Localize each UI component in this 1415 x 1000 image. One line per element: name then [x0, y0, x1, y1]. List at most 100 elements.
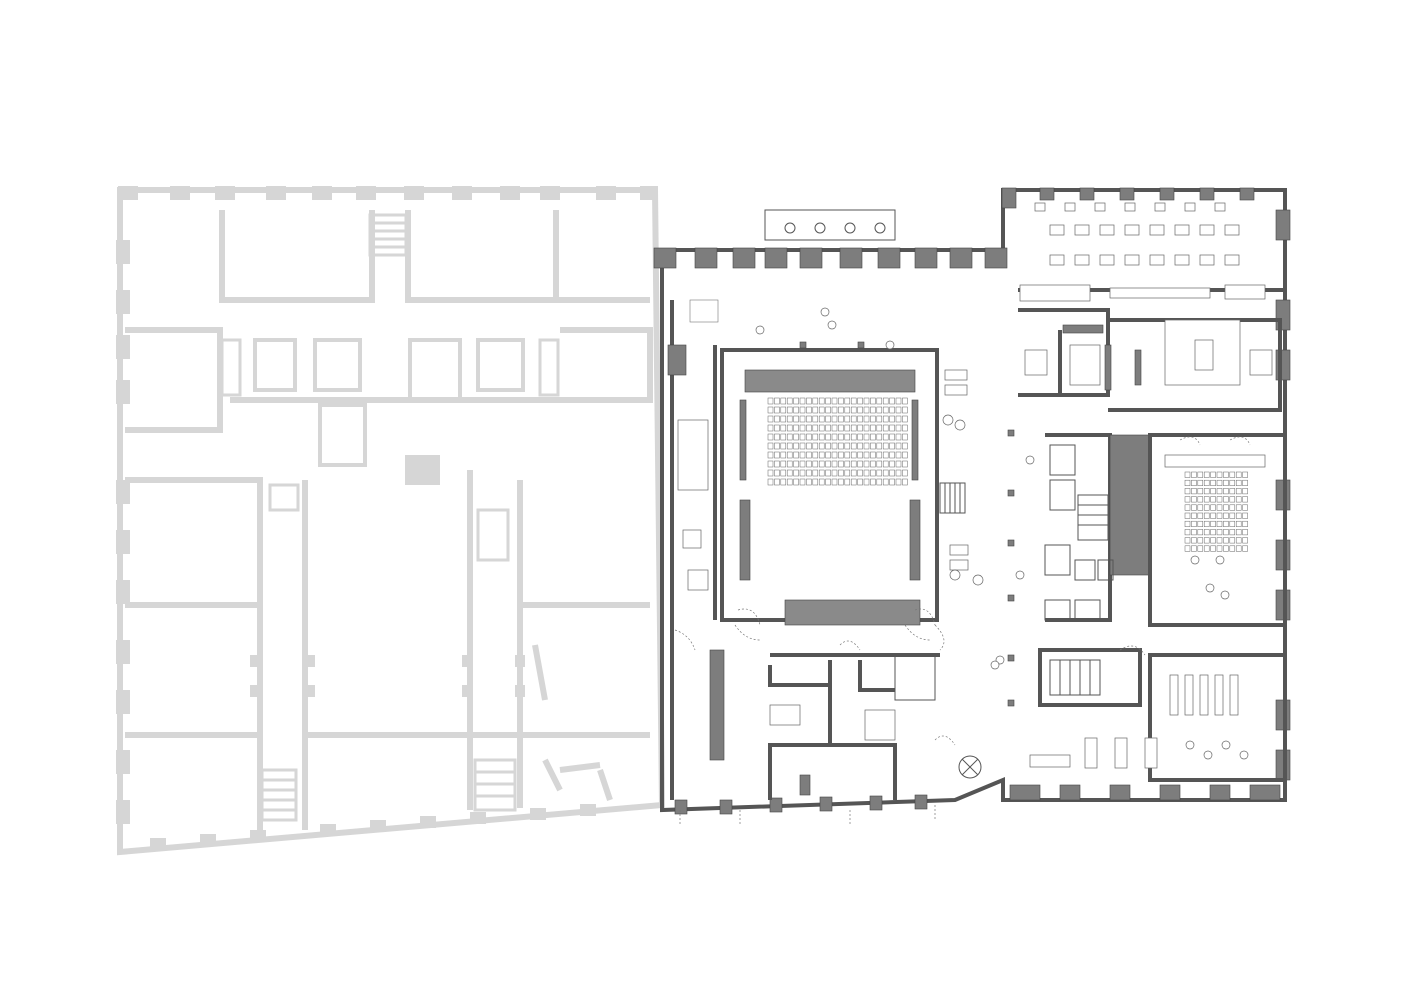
- seat: [793, 397, 799, 405]
- seat: [1191, 504, 1197, 511]
- seat: [1216, 471, 1223, 478]
- seat: [857, 451, 863, 459]
- seat: [786, 460, 793, 468]
- seat: [780, 469, 787, 477]
- seat: [876, 397, 883, 405]
- seat: [831, 478, 838, 486]
- seat: [863, 442, 870, 450]
- seat: [844, 478, 851, 486]
- seat: [863, 451, 870, 459]
- seat: [1223, 479, 1229, 486]
- seat: [767, 442, 774, 450]
- cafe-table: [1049, 254, 1065, 266]
- bookshelf: [1169, 674, 1179, 716]
- cafe-table: [1149, 224, 1165, 236]
- seat: [825, 469, 831, 477]
- seat: [902, 478, 908, 486]
- seat: [1210, 504, 1216, 511]
- reading-table: [1084, 737, 1098, 769]
- seat: [825, 415, 831, 423]
- seat: [844, 433, 851, 441]
- seat: [863, 469, 870, 477]
- seat: [870, 397, 876, 405]
- seat: [1235, 488, 1242, 495]
- seat: [1197, 496, 1204, 503]
- seat: [844, 397, 851, 405]
- seat: [1184, 471, 1191, 478]
- seat: [1229, 471, 1236, 478]
- seat: [1203, 496, 1210, 503]
- cafe-table: [1199, 224, 1215, 236]
- seat: [774, 433, 780, 441]
- seat: [895, 469, 902, 477]
- seat: [812, 415, 819, 423]
- seat: [1197, 471, 1204, 478]
- existing-building-wing: [116, 186, 666, 856]
- seat: [812, 469, 819, 477]
- seat: [767, 415, 774, 423]
- seat: [870, 433, 876, 441]
- seat: [780, 406, 787, 414]
- seat: [1210, 529, 1216, 536]
- chair: [1185, 740, 1195, 750]
- seat: [1203, 537, 1210, 544]
- seat: [1210, 488, 1216, 495]
- seat: [1210, 512, 1216, 519]
- seat: [870, 478, 876, 486]
- seat: [889, 469, 895, 477]
- seat: [818, 433, 825, 441]
- seat: [1223, 545, 1229, 552]
- seat: [793, 478, 799, 486]
- seat: [838, 478, 844, 486]
- seat: [1197, 537, 1204, 544]
- seat: [786, 415, 793, 423]
- seat: [1203, 488, 1210, 495]
- seat: [780, 442, 787, 450]
- seat: [1229, 520, 1236, 527]
- seat: [774, 460, 780, 468]
- seat: [1216, 479, 1223, 486]
- seat: [767, 469, 774, 477]
- seat: [1191, 529, 1197, 536]
- seat: [863, 424, 870, 432]
- seat: [1235, 529, 1242, 536]
- seat: [767, 451, 774, 459]
- seat: [818, 415, 825, 423]
- seat: [806, 469, 812, 477]
- cafe-table: [1124, 202, 1136, 212]
- seat: [882, 460, 889, 468]
- seat: [876, 442, 883, 450]
- seat: [1197, 529, 1204, 536]
- seat: [857, 442, 863, 450]
- seat: [786, 442, 793, 450]
- seat: [1197, 520, 1204, 527]
- seat: [1203, 479, 1210, 486]
- seat: [818, 442, 825, 450]
- seat: [806, 406, 812, 414]
- seat: [780, 460, 787, 468]
- seat: [812, 397, 819, 405]
- seat: [1242, 488, 1248, 495]
- seat: [1191, 488, 1197, 495]
- seat: [831, 433, 838, 441]
- seat: [870, 406, 876, 414]
- seat: [799, 397, 806, 405]
- seat: [806, 442, 812, 450]
- seat: [780, 478, 787, 486]
- seat: [806, 424, 812, 432]
- seat: [1235, 537, 1242, 544]
- seat: [812, 478, 819, 486]
- seat: [1223, 529, 1229, 536]
- seat: [825, 451, 831, 459]
- seat: [1223, 504, 1229, 511]
- seat: [1235, 496, 1242, 503]
- seat: [767, 424, 774, 432]
- seat: [774, 469, 780, 477]
- seat: [838, 424, 844, 432]
- seat: [812, 442, 819, 450]
- seat: [1223, 488, 1229, 495]
- seat: [1203, 512, 1210, 519]
- seat: [844, 469, 851, 477]
- seat: [1235, 545, 1242, 552]
- reading-table: [1144, 737, 1158, 769]
